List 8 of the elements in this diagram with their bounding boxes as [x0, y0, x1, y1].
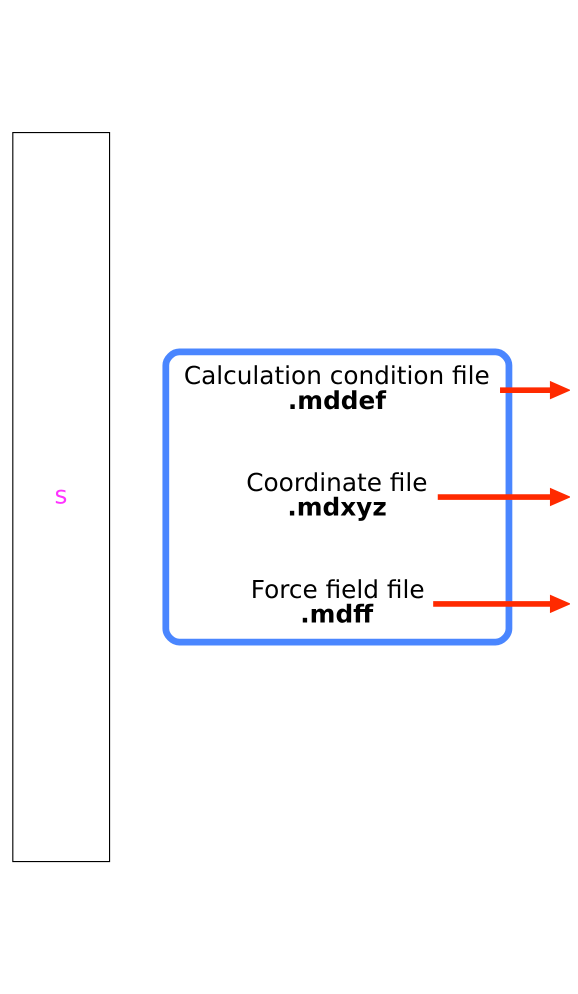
arrow [500, 380, 570, 400]
cluster [162, 348, 512, 646]
arrow [438, 488, 570, 506]
node-box: s [12, 132, 110, 862]
node-text: Force field file .mdff [250, 574, 425, 629]
arrow [433, 594, 570, 614]
node-text: Calculation condition file .mddef [184, 361, 490, 415]
node-text: Coordinate file .mdxyz [246, 468, 428, 522]
